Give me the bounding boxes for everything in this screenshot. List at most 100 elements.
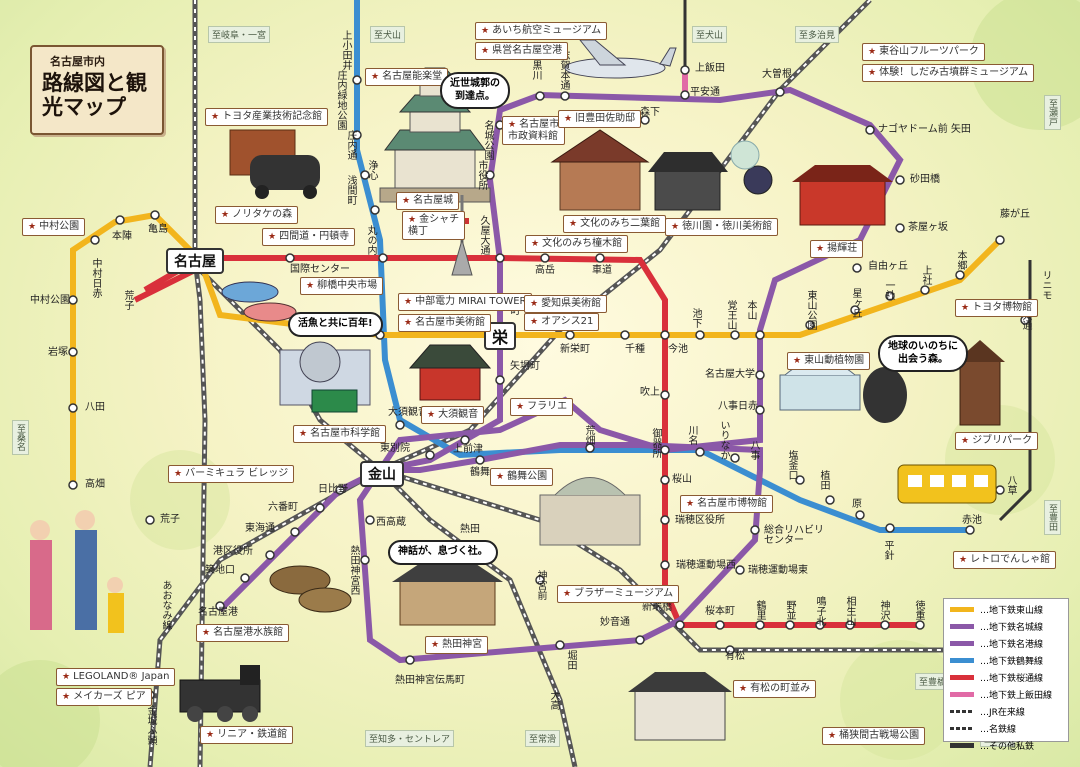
station-label: 八事	[748, 440, 759, 460]
toyota-memorial-illustration	[229, 129, 320, 199]
station-label: 名城公園	[482, 120, 493, 160]
osu-kannon-illustration	[408, 344, 492, 401]
station-label: 上社	[920, 265, 931, 285]
station-label: ナゴヤドーム前 矢田	[878, 124, 971, 135]
place-shikemichi[interactable]: ★四間道・円頓寺	[262, 228, 356, 246]
station-label: 黒川	[530, 60, 541, 80]
fish-illustration	[221, 281, 297, 322]
station-label: 平針	[882, 540, 893, 560]
locomotive-illustration	[179, 665, 261, 722]
place-toyota-memorial[interactable]: ★トヨタ産業技術記念館	[205, 108, 329, 126]
station-label: 熱田	[460, 524, 480, 535]
station-label: 中村日赤	[90, 258, 101, 298]
station-label: 庄内緑地公園	[335, 70, 346, 130]
place-art-museum[interactable]: ★名古屋市美術館	[398, 314, 492, 332]
place-legoland[interactable]: ★LEGOLAND® Japan	[56, 668, 176, 686]
retro-train-illustration	[897, 464, 997, 504]
legend-row: …その他私鉄	[950, 738, 1062, 752]
station-label: 川名	[686, 425, 697, 445]
place-aichi-aviation[interactable]: ★あいち航空ミュージアム	[475, 22, 608, 40]
place-arimatsu-town[interactable]: ★有松の町並み	[733, 680, 817, 698]
legend-swatch	[950, 623, 974, 629]
station-label: 築地口	[205, 565, 235, 576]
rail-linimo	[998, 260, 1032, 522]
station-label: 大高	[548, 690, 559, 710]
place-retro[interactable]: ★レトロでんしゃ館	[953, 551, 1057, 569]
station-label: 中村公園	[30, 295, 70, 306]
place-furari[interactable]: ★フラリエ	[510, 398, 574, 416]
place-tokugawa[interactable]: ★徳川園・徳川美術館	[665, 218, 779, 236]
legend-label: …その他私鉄	[980, 741, 1035, 752]
station-label: 今池	[668, 344, 688, 355]
station-label: 矢場町	[510, 361, 540, 372]
bubble-zoo: 地球のいのちに 出会う森。	[878, 335, 968, 372]
station-label: 新瑞橋	[642, 602, 672, 613]
zoo-illustration	[779, 359, 907, 423]
title-subtitle: 名古屋市内	[50, 55, 105, 68]
legend-row: …JR在来線	[950, 704, 1062, 718]
edge-inuyama-1: 至犬山	[370, 26, 406, 43]
place-chubu-tower[interactable]: ★中部電力 MIRAI TOWER	[398, 293, 533, 311]
hub-kanayama[interactable]: 金山	[360, 461, 404, 487]
place-ghibli[interactable]: ★ジブリパーク	[955, 432, 1039, 450]
place-science[interactable]: ★名古屋市科学館	[293, 425, 387, 443]
arimatsu-illustration	[628, 672, 732, 741]
place-shumokukan[interactable]: ★文化のみち橦木館	[525, 235, 629, 253]
station-label: 徳重	[913, 600, 924, 620]
station-label: 荒子	[122, 290, 133, 310]
place-noritake[interactable]: ★ノリタケの森	[215, 206, 299, 224]
station-label: 池下	[690, 308, 701, 328]
legend-label: …地下鉄上飯田線	[980, 690, 1053, 701]
bubble-castle: 近世城郭の 到達点。	[440, 72, 510, 109]
station-label: 砂田橋	[910, 174, 940, 185]
place-kenbi[interactable]: ★愛知県美術館	[524, 295, 608, 313]
station-label: いりなか	[718, 420, 729, 460]
place-shidami[interactable]: ★体験！しだみ古墳群ミュージアム	[862, 64, 1035, 82]
place-barmikyura[interactable]: ★バーミキュラ ビレッジ	[168, 465, 295, 483]
place-noh[interactable]: ★名古屋能楽堂	[365, 68, 449, 86]
station-label: 熱田神宮伝馬町	[395, 675, 465, 686]
place-yanagibashi[interactable]: ★柳橋中央市場	[300, 277, 384, 295]
place-oasis[interactable]: ★オアシス21	[524, 313, 600, 331]
station-label: 金城ふ頭	[145, 705, 156, 745]
place-tsurumai-koen[interactable]: ★鶴舞公園	[490, 468, 554, 486]
station-label: 東別院	[380, 443, 410, 454]
place-kenei-airport[interactable]: ★県営名古屋空港	[475, 42, 569, 60]
place-higashitani[interactable]: ★東谷山フルーツパーク	[862, 43, 985, 61]
legend-row: …地下鉄名港線	[950, 636, 1062, 650]
place-okehazama[interactable]: ★桶狭間古戦場公園	[822, 727, 926, 745]
place-minato-aq[interactable]: ★名古屋港水族館	[196, 624, 290, 642]
place-futaba[interactable]: ★文化のみち二葉館	[563, 215, 667, 233]
place-toyoda[interactable]: ★旧豊田佐助邸	[558, 110, 642, 128]
place-city-museum[interactable]: ★名古屋市博物館	[680, 495, 774, 513]
place-castle[interactable]: ★名古屋城	[396, 192, 460, 210]
place-toyota-hakubutsu[interactable]: ★トヨタ博物館	[955, 299, 1039, 317]
station-label: 有松	[725, 651, 745, 662]
edge-inuyama-2: 至犬山	[692, 26, 728, 43]
place-osu[interactable]: ★大須観音	[421, 406, 485, 424]
station-label: 神沢	[878, 600, 889, 620]
tokugawa-illustration	[648, 140, 773, 211]
family-illustration	[30, 510, 124, 633]
station-label: 上小田井	[340, 30, 351, 70]
place-atsuta-shrine[interactable]: ★熱田神宮	[425, 636, 489, 654]
station-label: 新栄町	[560, 344, 590, 355]
place-shiyakusho-shiryo[interactable]: ★名古屋市 市政資料館	[502, 116, 566, 145]
station-label: 熱田神宮西	[348, 545, 359, 595]
station-label: 植田	[818, 470, 829, 490]
station-label: 車道	[592, 265, 612, 276]
edge-tokoname: 至常滑	[525, 730, 561, 747]
hub-nagoya[interactable]: 名古屋	[166, 248, 224, 274]
place-scmaglev[interactable]: ★リニア・鉄道館	[200, 726, 294, 744]
place-brother[interactable]: ★ブラザーミュージアム	[557, 585, 680, 603]
place-kinshachi[interactable]: ★金シャチ 横丁	[402, 211, 466, 240]
station-label: 鶴里	[754, 600, 765, 620]
station-label: 星ヶ丘	[850, 288, 861, 318]
place-yokiso[interactable]: ★揚輝荘	[810, 240, 864, 258]
station-label: 東海通	[245, 523, 275, 534]
science-museum-illustration	[279, 341, 371, 413]
place-makers[interactable]: ★メイカーズ ピア	[56, 688, 152, 706]
place-higashiyama-zoo[interactable]: ★東山動植物園	[787, 352, 871, 370]
place-nakamura-park[interactable]: ★中村公園	[22, 218, 86, 236]
